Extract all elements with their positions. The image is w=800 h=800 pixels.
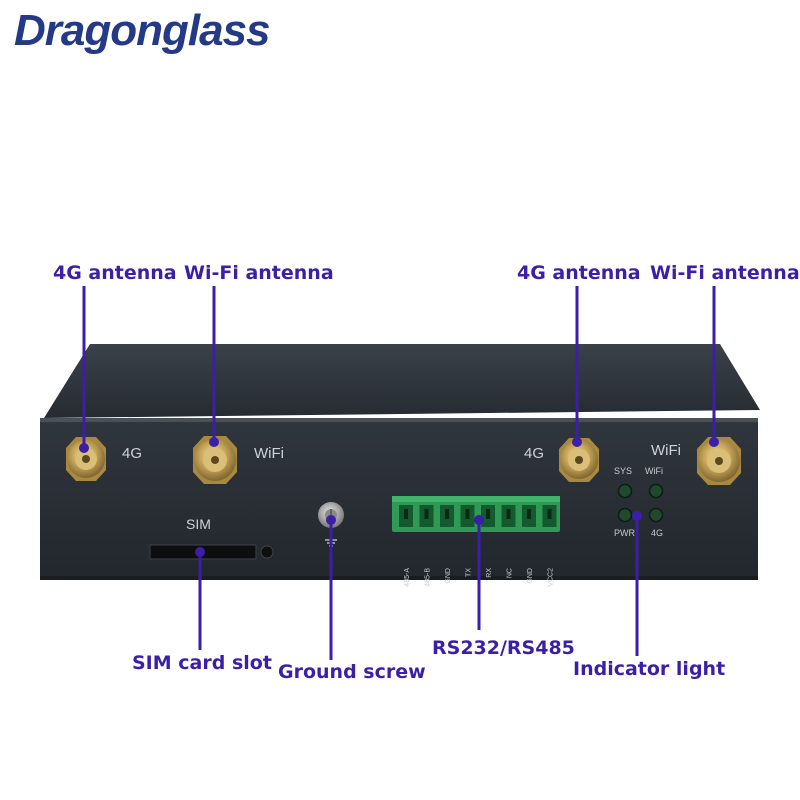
panel-label-left-wifi: WiFi <box>254 445 284 462</box>
brand-logo: Dragonglass <box>14 6 271 55</box>
terminal-pin-label: VCC2 <box>548 568 555 587</box>
led-pwr <box>617 507 633 523</box>
callout-right-wifi-antenna: Wi-Fi antenna <box>650 262 800 284</box>
callout-sim-card-slot: SIM card slot <box>132 652 272 674</box>
terminal-screw-hole <box>424 509 429 519</box>
terminal-pin-label: NC <box>507 568 514 578</box>
callout-rs232-rs485: RS232/RS485 <box>432 637 575 659</box>
terminal-screw-hole <box>465 509 470 519</box>
callout-left-wifi-antenna: Wi-Fi antenna <box>184 262 334 284</box>
callout-dots <box>79 437 719 557</box>
terminal-pin-label: 485-B <box>425 568 432 587</box>
callout-ground-screw: Ground screw <box>278 661 426 683</box>
right-4g-connector <box>559 438 599 482</box>
terminal-pin-label: TX <box>466 568 473 577</box>
panel-label-right-wifi: WiFi <box>651 442 681 459</box>
terminal-screw-hole <box>506 509 511 519</box>
panel-label-left-4g: 4G <box>122 445 142 462</box>
callout-left-4g-antenna: 4G antenna <box>53 262 177 284</box>
left-4g-connector <box>66 437 106 481</box>
left-wifi-connector <box>193 436 237 484</box>
terminal-screw-hole <box>527 509 531 519</box>
terminal-pin-labels: 485-A 485-B GND TX RX NC GND VCC2 <box>404 568 555 587</box>
terminal-pin-label: GND <box>527 568 534 584</box>
led-sys <box>617 483 633 499</box>
terminal-pin-label: 485-A <box>404 568 411 587</box>
terminal-screw-hole <box>486 509 490 519</box>
led-wifi <box>648 483 664 499</box>
led-label-4g: 4G <box>651 528 663 538</box>
led-label-wifi: WiFi <box>645 466 663 476</box>
sim-eject-button <box>260 545 274 559</box>
callout-indicator-light: Indicator light <box>573 658 726 680</box>
panel-label-sim: SIM <box>186 516 211 532</box>
terminal-screw-hole <box>404 509 408 519</box>
terminal-screw-hole <box>445 509 449 519</box>
terminal-screw-hole <box>547 509 552 519</box>
terminal-pin-label: GND <box>445 568 452 584</box>
terminal-block <box>392 496 560 532</box>
panel-label-right-4g: 4G <box>524 445 544 462</box>
terminal-pin-label: RX <box>486 568 493 578</box>
led-label-sys: SYS <box>614 466 632 476</box>
callout-right-4g-antenna: 4G antenna <box>517 262 641 284</box>
chassis-top <box>44 344 760 418</box>
right-wifi-connector <box>697 437 741 485</box>
callout-lines <box>82 286 716 660</box>
led-4g <box>648 507 664 523</box>
led-label-pwr: PWR <box>614 528 635 538</box>
